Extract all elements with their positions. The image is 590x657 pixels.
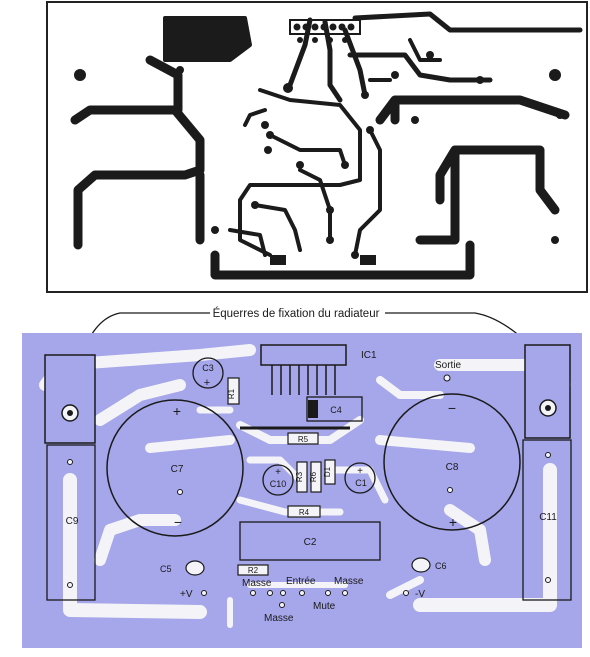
c7-label: C7 [171,464,184,475]
r5-body [287,432,319,445]
c10-label: C10 [270,479,287,489]
c1-plus: + [357,466,363,477]
c5-body [185,560,205,576]
c2-body [239,521,381,561]
r1-body [227,377,240,405]
r5-label: R5 [298,435,309,444]
c1-label: C1 [355,478,367,488]
copper-ic-pins [289,19,361,43]
r6-label: R6 [309,471,318,482]
r6-body [310,461,322,493]
copper-pads [71,51,564,265]
c3-body [192,357,224,389]
c7-body [106,399,244,537]
r4-label: R4 [299,508,310,517]
component-traces [39,344,571,628]
terminal-pads [67,452,551,608]
r2-label: R2 [248,566,259,575]
c3-plus: + [204,377,210,389]
entree-label: Entrée [286,576,316,587]
caption-text: Équerres de fixation du radiateur [213,307,380,320]
mute-label: Mute [313,601,336,612]
right-heatsink-bracket [524,344,571,439]
c6-label: C6 [435,561,447,571]
c4-label: C4 [330,405,342,415]
c7-minus: − [174,514,182,530]
c5-label: C5 [160,564,172,574]
r3-body [296,461,308,493]
component-layout: C9 C11 C7 + − C8 − + IC1 C3 + R1 C4 [22,333,582,648]
r3-label: R3 [295,471,304,482]
c1-body [344,462,376,494]
c8-body [383,393,521,531]
c10-body [262,464,294,496]
d1-body [324,459,336,485]
d1-label: D1 [323,466,332,477]
plus-v-label: +V [180,589,193,600]
ic1-pins [271,365,336,395]
ic1-label: IC1 [361,350,377,361]
r4-body [287,505,321,518]
masse-bottom-label: Masse [264,613,294,624]
c2-label: C2 [304,537,317,548]
c8-label: C8 [446,462,459,473]
c8-minus: − [448,400,456,416]
r2-body [237,564,269,576]
ic1-body [260,344,347,366]
c11-body [522,439,572,601]
c8-plus: + [449,514,457,530]
copper-traces [70,11,583,280]
c11-label: C11 [539,512,557,523]
left-heatsink-bracket [44,354,96,444]
sortie-pad [443,374,451,382]
copper-layout [46,1,588,293]
c9-body [46,444,96,601]
r1-label: R1 [227,388,236,399]
c3-label: C3 [202,363,214,373]
c10-plus: + [275,467,281,478]
c4-body [306,396,363,422]
c6-body [411,557,431,573]
masse-left-label: Masse [242,578,272,589]
minus-v-label: -V [415,589,425,600]
masse-right-label: Masse [334,576,364,587]
c7-plus: + [173,403,181,419]
c9-label: C9 [66,516,79,527]
sortie-label: Sortie [435,360,462,371]
